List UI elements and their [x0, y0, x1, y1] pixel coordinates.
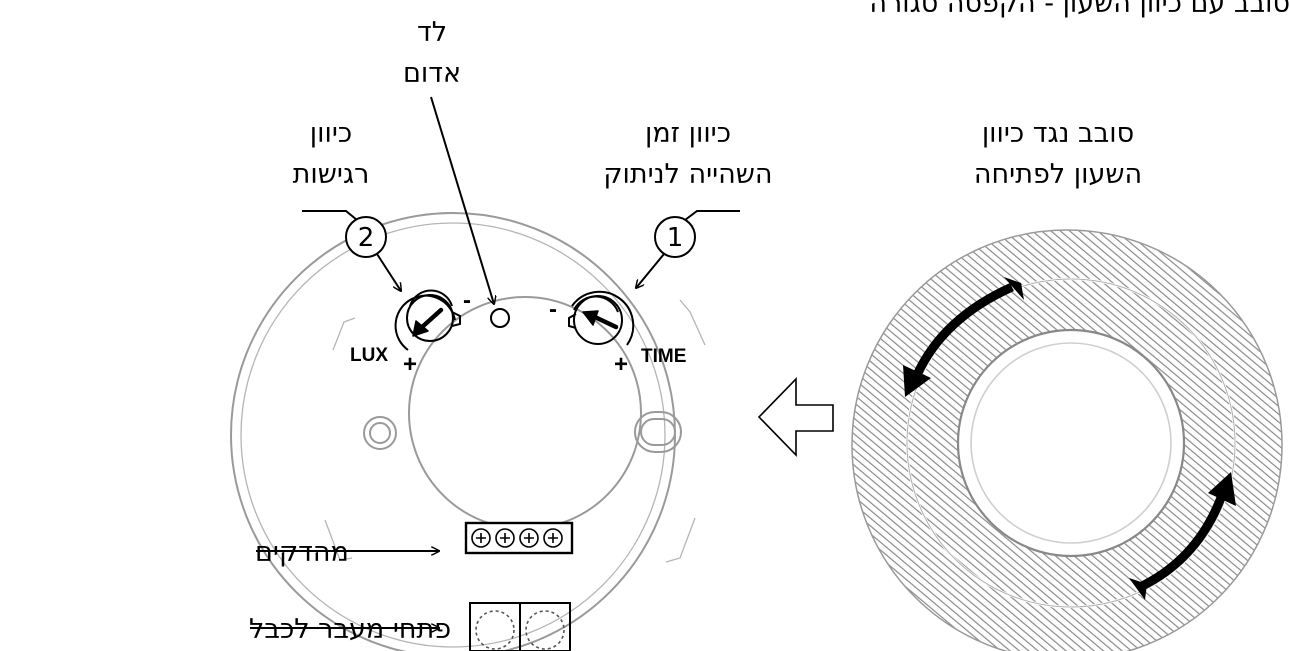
top-partial-caption: סובב עם כיוון השעון - הקפסה סגורה: [869, 0, 1290, 19]
left-mounting-hole: [363, 416, 397, 450]
time-label: TIME: [641, 346, 686, 367]
time-minus: -: [549, 296, 557, 323]
lux-scale-arc: [394, 294, 456, 351]
sensitivity-label-line2: רגישות: [293, 159, 370, 190]
sensitivity-label-line1: כיוון: [310, 118, 352, 149]
led-label-line1: לד: [417, 17, 447, 48]
lux-minus: -: [463, 287, 471, 314]
right-mounting-slot: [634, 411, 682, 453]
lux-plus: +: [403, 351, 417, 378]
central-opening: [408, 296, 642, 530]
left-notch-top: [332, 317, 356, 351]
right-notch-bottom: [665, 517, 696, 563]
callout-2-number: 2: [358, 223, 375, 253]
sensor-cover: [851, 229, 1283, 651]
time-scale-arc: [571, 290, 635, 346]
led-label-line2: אדום: [403, 58, 461, 89]
base-plate: [230, 212, 706, 651]
base-inner-ring: [240, 222, 666, 648]
direction-arrow: [757, 377, 834, 457]
lux-label: LUX: [350, 345, 388, 366]
terminals-label: מהדקים: [255, 537, 349, 568]
lux-knob[interactable]: [394, 289, 461, 351]
led-leader: [430, 96, 494, 304]
left-notch-bottom: [324, 519, 353, 561]
terminal-block: [464, 521, 574, 555]
callout-1: [636, 210, 740, 288]
rotate-arrow-bottom-head: [1208, 472, 1236, 506]
time-plus: +: [614, 351, 628, 378]
callout-1-number: 1: [667, 223, 684, 253]
time-pointer: [594, 315, 619, 330]
lux-pointer-head: [412, 320, 429, 337]
rotate-label-line1: סובב נגד כיוון: [982, 118, 1134, 149]
rotate-label-line2: השעון לפתיחה: [974, 159, 1142, 190]
base-outer-ring: [230, 212, 676, 651]
right-notch-top: [679, 299, 706, 346]
rotate-arrow-top: [912, 282, 1014, 377]
delay-label-line1: כיוון זמן: [645, 118, 731, 149]
delay-label-line2: השהייה לניתוק: [603, 159, 772, 190]
cover-lens-inner: [970, 342, 1172, 544]
cable-openings: [469, 602, 571, 651]
time-pointer-head: [582, 310, 599, 326]
cable-openings-label: פתחי מעבר לכבל: [249, 614, 451, 645]
time-knob[interactable]: [568, 290, 635, 346]
red-led: [490, 308, 510, 328]
rotate-arrow-top-head: [903, 365, 931, 397]
callout-2: [302, 210, 401, 291]
rotate-arrow-bottom: [1136, 493, 1227, 593]
lux-pointer: [418, 307, 444, 331]
